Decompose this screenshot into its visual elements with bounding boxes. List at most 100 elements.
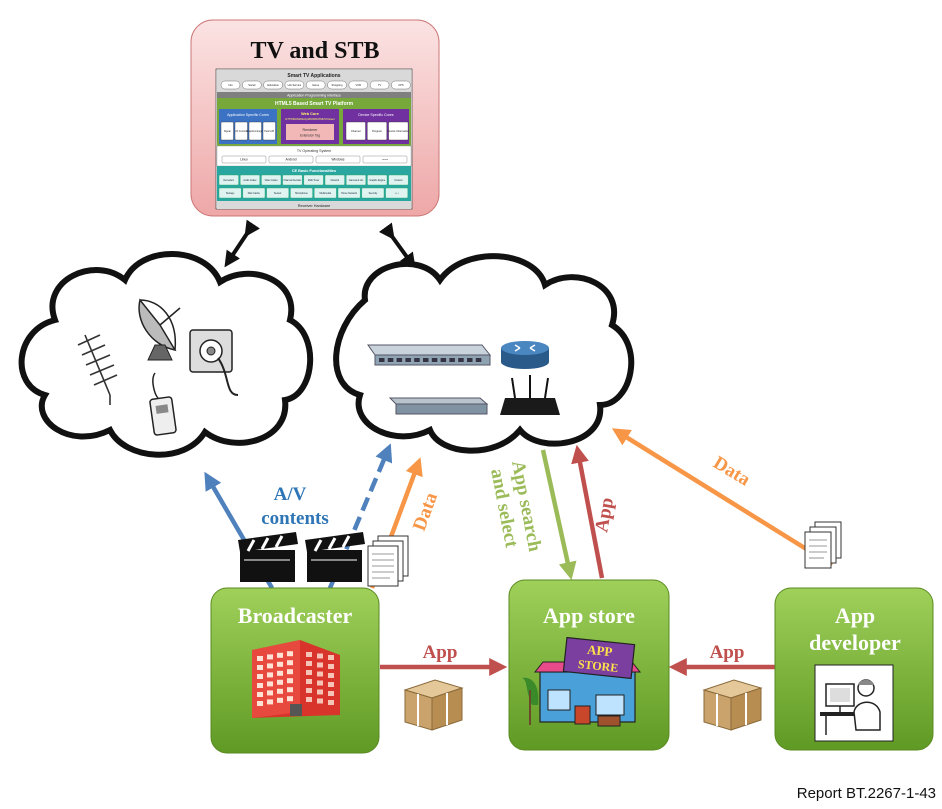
os-items: Linux Android Windows • • • xyxy=(221,155,408,164)
os-chip xyxy=(362,155,408,164)
app-chip xyxy=(327,80,347,90)
router-icon xyxy=(501,341,549,369)
broadcaster-label: Broadcaster xyxy=(238,603,353,628)
renderer-sub: Extension Tag xyxy=(300,134,320,138)
tv-stb-title: TV and STB xyxy=(251,38,380,64)
os-label: Android xyxy=(286,158,297,162)
hw1-chip xyxy=(261,174,282,186)
documents-icon-broadcaster xyxy=(367,535,409,587)
figure-caption: Report BT.2267-1-43 xyxy=(797,785,936,802)
hw2-label: Sensor xyxy=(274,192,282,195)
device-core-label: Channel xyxy=(351,129,361,133)
app-core-label: UX Controls xyxy=(235,130,249,133)
broadcast-network-cloud xyxy=(18,251,313,458)
network-switch-icon xyxy=(367,344,492,366)
hw2-chip xyxy=(290,187,313,199)
device-core-label: Device Information xyxy=(388,129,410,133)
os-label: • • • xyxy=(382,158,387,162)
app-label: Life Service xyxy=(288,83,302,87)
hw2-chip xyxy=(385,187,409,199)
smart-tv-architecture: Smart TV Applications Info Social Educatio… xyxy=(215,68,413,210)
hw1-label: Graphic Engine xyxy=(369,179,386,182)
app-chip xyxy=(242,80,262,90)
device-core-chip xyxy=(345,121,366,141)
data-label-broadcaster: Data xyxy=(409,489,442,533)
app-core-chip xyxy=(248,121,262,141)
app-label: Social xyxy=(248,83,255,87)
hw1-label: Network xyxy=(331,179,340,182)
developer-at-computer-icon xyxy=(814,664,894,742)
app-core-label: Signal xyxy=(224,130,231,133)
wifi-router-icon xyxy=(500,375,560,415)
av-contents-line1: A/V xyxy=(274,484,307,505)
documents-icon-developer xyxy=(804,521,842,569)
building-icon xyxy=(252,640,340,718)
device-core-label: Program xyxy=(372,129,382,133)
app-label-broadcaster-store: App xyxy=(423,642,458,663)
app-chip xyxy=(306,80,326,90)
hw1-label: Channel Decoder xyxy=(283,179,301,182)
hw2-label: • • • xyxy=(395,192,399,195)
broadcaster-box: Broadcaster xyxy=(210,587,380,754)
os-chip xyxy=(221,155,267,164)
renderer: Renderer xyxy=(303,128,319,132)
web-core-sub: HTTP/ECMAScript/DOM/HTML5 Parser xyxy=(285,117,335,121)
package-icon-right xyxy=(702,679,763,731)
hw2-label: Security xyxy=(369,192,378,195)
hw1-chip xyxy=(218,174,239,186)
app-chip xyxy=(391,80,411,90)
store-sign-line2: STORE xyxy=(577,657,619,675)
app-label: VOD xyxy=(355,83,361,87)
app-core-label: Graphics Engine xyxy=(246,130,264,133)
app-label-developer-store: App xyxy=(710,642,745,663)
device-specific-core: Device Specific Cores xyxy=(358,113,393,117)
hw2-chip xyxy=(242,187,266,199)
hw1-label: Multi Tuner xyxy=(308,179,320,182)
app-chip xyxy=(284,80,305,90)
os-label: Linux xyxy=(240,158,248,162)
device-core-chip xyxy=(367,121,387,141)
app-store-label: App store xyxy=(543,603,635,628)
os-label: TV Operating System xyxy=(297,149,331,153)
stack-title: Smart TV Applications xyxy=(287,73,340,79)
hw1-chip xyxy=(388,174,409,186)
clapperboard-icon-1 xyxy=(238,532,298,582)
data-arrow-developer xyxy=(611,428,834,567)
hw2-label: Home Network xyxy=(341,192,358,195)
hw2-chip xyxy=(266,187,290,199)
app-developer-label-line2: developer xyxy=(809,630,901,655)
hw2-chip xyxy=(361,187,385,199)
server-icon xyxy=(388,397,489,415)
app-label: Shopping xyxy=(332,83,344,87)
app-chip xyxy=(369,80,390,90)
tv-stb-box: TV and STB Smart TV Applications Info Soc… xyxy=(190,19,440,217)
app-store-building-icon: APP STORE xyxy=(522,636,642,727)
ip-network-cloud xyxy=(333,253,635,454)
app-search-arrow xyxy=(540,449,577,581)
package-icon-left xyxy=(403,679,464,731)
platform-label: HTML5 Based Smart TV Platform xyxy=(275,101,354,107)
app-developer-label-line1: App xyxy=(835,603,875,628)
os-label: Windows xyxy=(332,158,345,162)
app-up-label: App xyxy=(591,496,618,534)
hw1-chip xyxy=(303,174,324,186)
app-chip xyxy=(220,80,241,90)
hw2-label: Microphone xyxy=(295,192,308,195)
satellite-dish-icon xyxy=(138,298,181,361)
app-chip xyxy=(348,80,368,90)
web-core: Web Core xyxy=(301,112,319,116)
data-label-developer: Data xyxy=(709,452,754,490)
tv-broadcast-double-arrow xyxy=(224,219,260,268)
hw1-chip xyxy=(367,174,388,186)
coax-plug-icon xyxy=(149,372,177,436)
app-store-box: App store APP STORE xyxy=(508,579,670,751)
store-sign-line1: APP xyxy=(586,642,613,660)
app-label: Info xyxy=(228,83,233,87)
av-contents-line2: contents xyxy=(261,508,329,529)
app-label: TV xyxy=(378,83,382,87)
app-label: Education xyxy=(267,83,279,87)
